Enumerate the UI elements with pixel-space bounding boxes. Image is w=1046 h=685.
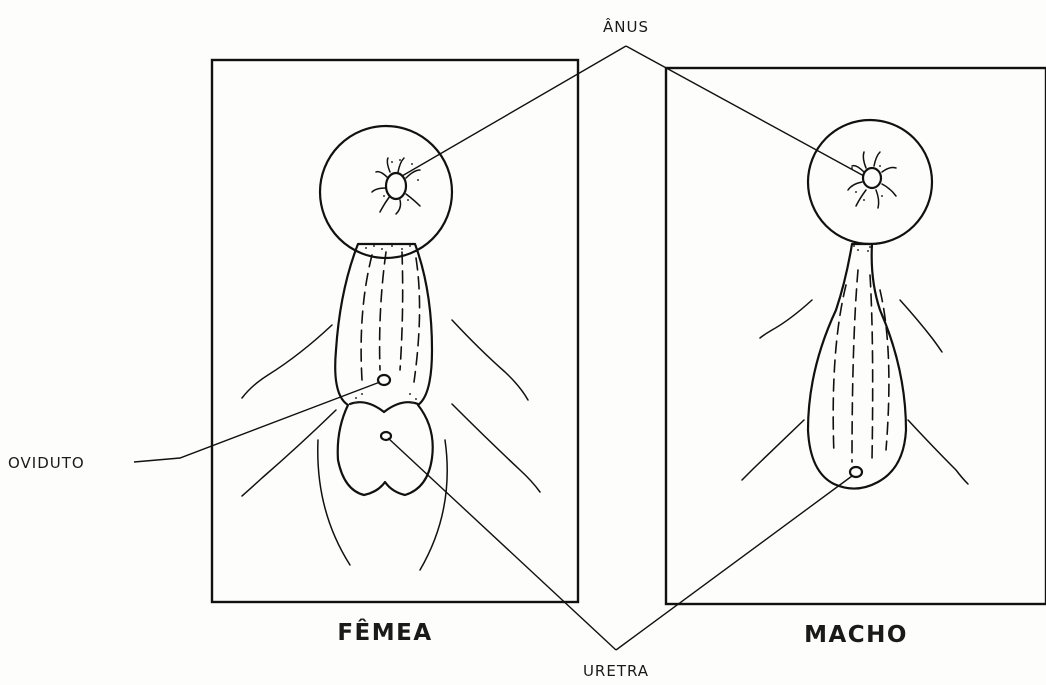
anus-leader-female	[402, 46, 626, 176]
male-left-lower-fin	[742, 420, 804, 480]
female-left-fin	[242, 325, 332, 398]
label-urethra: URETRA	[583, 662, 649, 680]
leader-lines	[134, 46, 864, 650]
male-right-fin	[900, 300, 942, 352]
female-lower-lobe	[350, 402, 418, 412]
female-tail-right	[420, 440, 447, 570]
female-anal-folds	[372, 158, 420, 214]
male-anal-folds	[848, 152, 896, 208]
female-left-lower-fin	[242, 410, 336, 496]
female-dash-3	[400, 252, 403, 370]
male-frame	[666, 68, 1046, 604]
label-oviduct: OVIDUTO	[8, 454, 85, 472]
urethra-leader-female	[388, 438, 616, 650]
male-left-fin	[760, 300, 812, 338]
female-dash-1	[361, 255, 372, 380]
label-anus: ÂNUS	[603, 17, 649, 36]
male-anal-disc	[808, 120, 932, 244]
female-tail-left	[318, 440, 350, 565]
female-oviduct-pore	[378, 375, 390, 385]
female-dash-4	[414, 258, 420, 382]
oviduct-leader	[134, 382, 380, 462]
anus-leader-male	[626, 46, 864, 176]
female-panel	[212, 60, 578, 602]
female-frame	[212, 60, 578, 602]
female-anus	[386, 173, 406, 199]
male-dash-2	[852, 270, 858, 462]
male-anus	[863, 168, 881, 188]
male-urethra-pore	[850, 467, 862, 477]
female-dash-2	[380, 252, 386, 370]
female-right-lower-fin	[452, 404, 540, 492]
label-male: MACHO	[804, 622, 908, 648]
male-right-lower-fin	[908, 420, 968, 484]
male-panel	[666, 68, 1046, 604]
label-female: FÊMEA	[337, 618, 432, 646]
female-right-fin	[452, 320, 528, 400]
male-dash-3	[870, 275, 873, 460]
